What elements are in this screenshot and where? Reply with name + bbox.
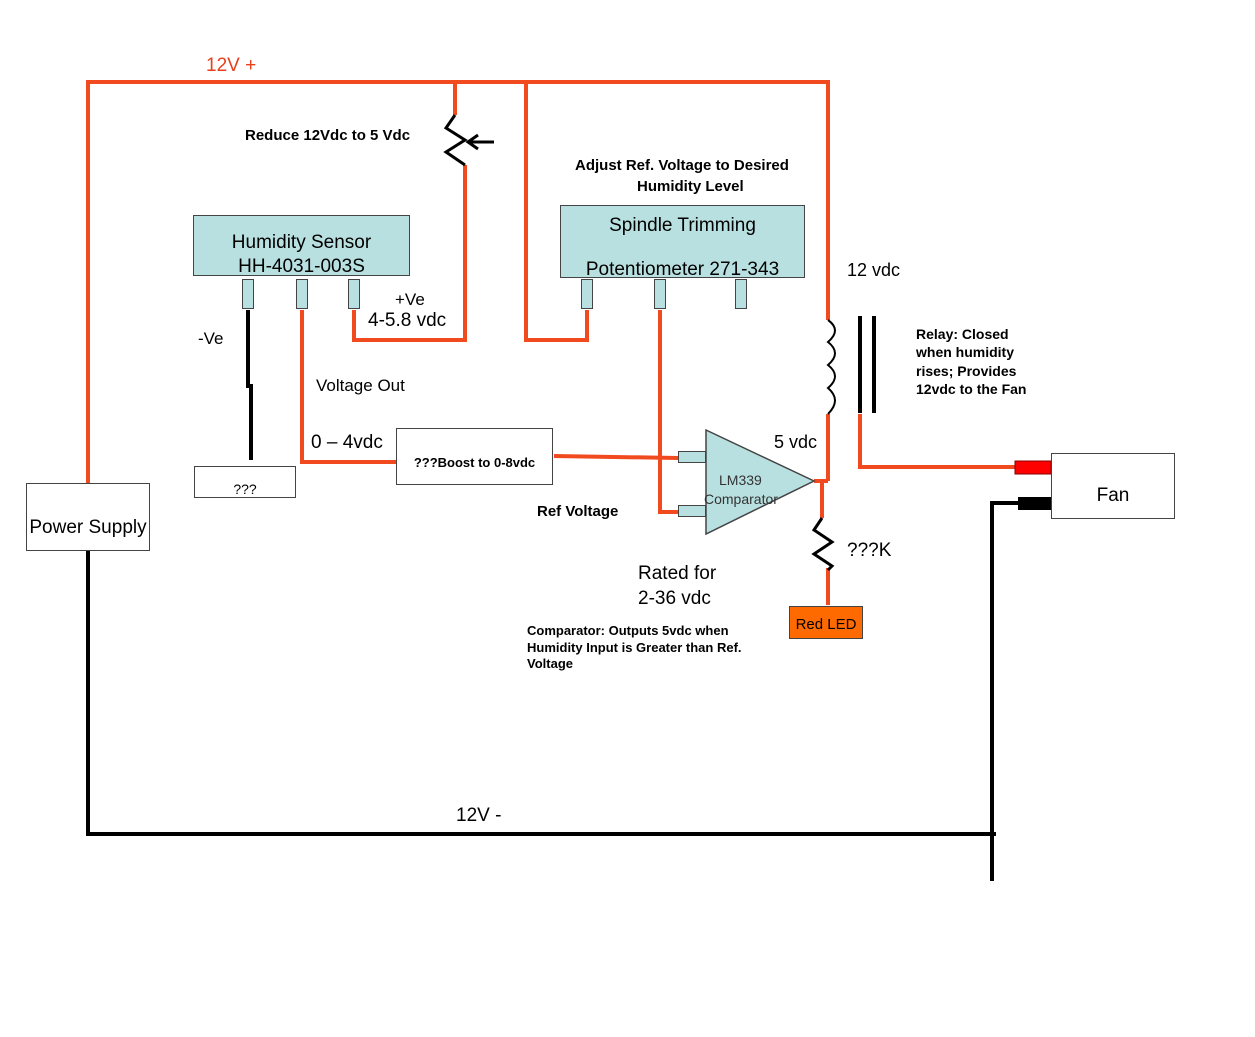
comparator-note-line3: Voltage <box>527 656 573 671</box>
ref-voltage-label: Ref Voltage <box>537 503 619 520</box>
wire-trimmer-to-sensor-positive <box>352 165 467 342</box>
fan-positive-connector <box>1014 460 1052 475</box>
comparator-note-line1: Comparator: Outputs 5vdc when <box>527 623 729 638</box>
power-supply-label: Power Supply <box>29 517 147 538</box>
red-led-box: Red LED <box>789 606 863 639</box>
red-led-label: Red LED <box>795 616 857 633</box>
humidity-sensor-model: HH-4031-003S <box>238 256 365 277</box>
sensor-pin-negative <box>242 279 254 309</box>
sensor-positive-label: +Ve <box>395 290 425 309</box>
relay-note-line1: Relay: Closed <box>916 326 1009 342</box>
wire-12v-negative-rail <box>86 551 996 836</box>
pot-pin-left <box>581 279 593 309</box>
adjust-ref-note-line2: Humidity Level <box>637 178 744 195</box>
fan-box: Fan <box>1051 453 1175 519</box>
comparator-note-line2: Humidity Input is Greater than Ref. <box>527 640 742 655</box>
unknown-component-label: ??? <box>233 481 257 497</box>
sensor-pin-output <box>296 279 308 309</box>
relay-note-line2: when humidity <box>916 344 1014 360</box>
trimmer-arrow <box>465 133 494 151</box>
rated-line1: Rated for <box>638 563 717 584</box>
wire-12v-top-rail <box>86 80 830 483</box>
sensor-output-range: 0 – 4vdc <box>311 432 383 453</box>
wire-sensor-output <box>300 310 397 464</box>
pot-pin-right <box>735 279 747 309</box>
potentiometer-box: Spindle Trimming Potentiometer 271-343 <box>560 205 805 280</box>
humidity-sensor-box: Humidity Sensor HH-4031-003S <box>193 215 410 277</box>
reduce-voltage-note: Reduce 12Vdc to 5 Vdc <box>245 127 411 144</box>
comparator-input-plus <box>678 451 706 463</box>
rail-positive-label: 12V + <box>206 55 257 76</box>
pulldown-resistor-symbol <box>811 517 835 572</box>
wire-boost-to-comparator <box>553 454 679 460</box>
relay-note-line4: 12vdc to the Fan <box>916 381 1027 397</box>
wire-fan-negative <box>990 501 1018 881</box>
relay-note-line3: rises; Provides <box>916 363 1017 379</box>
voltage-out-label: Voltage Out <box>316 376 405 395</box>
comparator-type-label: Comparator <box>704 491 778 507</box>
potentiometer-name: Spindle Trimming <box>609 215 756 236</box>
fan-label: Fan <box>1096 485 1130 506</box>
sensor-pin-positive <box>348 279 360 309</box>
boost-label: ???Boost to 0-8vdc <box>413 455 536 470</box>
comparator-chip-label: LM339 <box>719 472 762 488</box>
wire-ref-voltage <box>658 310 678 514</box>
sensor-negative-label: -Ve <box>198 329 224 348</box>
sensor-positive-range: 4-5.8 vdc <box>368 310 447 331</box>
wire-relay-to-fan <box>858 414 1015 469</box>
humidity-sensor-name: Humidity Sensor <box>231 232 372 253</box>
wire-sensor-negative <box>246 310 253 460</box>
adjust-ref-note-line1: Adjust Ref. Voltage to Desired <box>575 157 789 174</box>
relay-voltage-label: 12 vdc <box>847 260 901 280</box>
unknown-component-box: ??? <box>194 466 296 498</box>
rated-line2: 2-36 vdc <box>638 588 711 609</box>
relay-coil-symbol <box>826 319 836 415</box>
wire-rail-to-potentiometer <box>524 82 589 342</box>
resistor-value-label: ???K <box>847 540 892 561</box>
boost-box: ???Boost to 0-8vdc <box>396 428 553 485</box>
potentiometer-model: Potentiometer 271-343 <box>585 259 780 280</box>
fan-negative-connector <box>1018 497 1054 510</box>
trimmer-resistor-symbol <box>443 114 468 167</box>
pot-pin-wiper <box>654 279 666 309</box>
comparator-symbol <box>705 428 816 536</box>
comparator-output-voltage: 5 vdc <box>774 432 818 452</box>
power-supply-box: Power Supply <box>26 483 150 551</box>
rail-negative-label: 12V - <box>456 805 502 826</box>
comparator-input-minus <box>678 505 706 517</box>
